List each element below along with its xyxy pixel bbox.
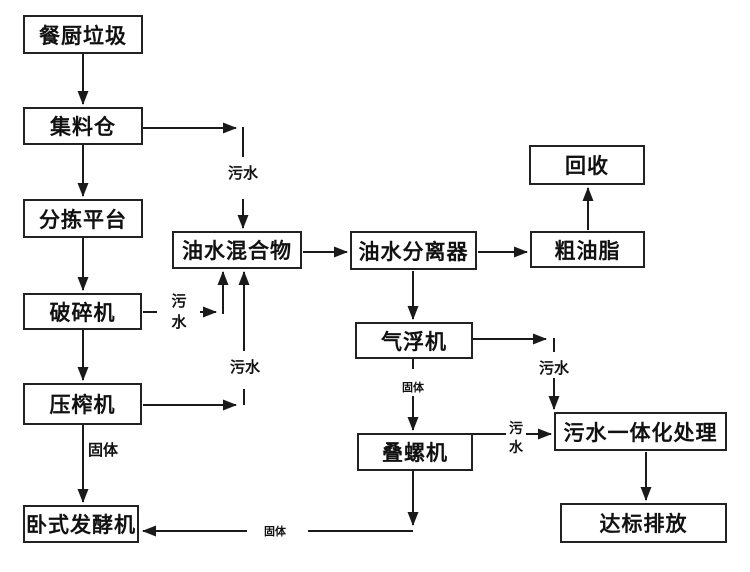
node-compliant-discharge-label: 达标排放 — [599, 513, 688, 536]
node-screw-stacking-machine-label: 叠螺机 — [382, 442, 448, 465]
node-kitchen-waste-label: 餐厨垃圾 — [39, 24, 127, 48]
node-collection-bin-label: 集料仓 — [50, 116, 116, 139]
node-collection-bin: 集料仓 — [23, 107, 143, 145]
node-oil-water-separator-label: 油水分离器 — [358, 240, 469, 264]
node-horizontal-fermenter: 卧式发酵机 — [23, 505, 139, 543]
edge-label-sewage-bin-to-mixture: 污水 — [227, 165, 260, 183]
node-air-flotation-machine: 气浮机 — [355, 322, 473, 359]
node-oil-water-mixture-label: 油水混合物 — [182, 240, 292, 263]
node-crude-grease-label: 粗油脂 — [554, 239, 621, 263]
node-sorting-platform-label: 分拣平台 — [39, 208, 127, 232]
edge-label-sewage-crusher-to-mixture: 污水 — [169, 291, 189, 333]
node-integrated-sewage-treatment: 污水一体化处理 — [554, 412, 727, 451]
node-press-label: 压榨机 — [49, 394, 116, 417]
node-horizontal-fermenter-label: 卧式发酵机 — [26, 514, 136, 537]
node-oil-water-mixture: 油水混合物 — [172, 231, 302, 269]
edge-label-sewage-press-to-mixture: 污水 — [229, 359, 262, 377]
edge-label-sewage-screw-to-treatment: 污水 — [506, 419, 526, 457]
edge-label-solid-press-to-fermenter: 固体 — [87, 442, 120, 460]
node-crude-grease: 粗油脂 — [530, 231, 645, 268]
node-recycle: 回收 — [529, 145, 645, 185]
edge-label-sewage-flotation-to-treatment: 污水 — [538, 360, 571, 378]
edge-label-solid-screw-to-fermenter: 固体 — [263, 526, 287, 539]
node-kitchen-waste: 餐厨垃圾 — [23, 15, 143, 54]
node-integrated-sewage-treatment-label: 污水一体化处理 — [563, 421, 718, 445]
node-compliant-discharge: 达标排放 — [560, 503, 727, 543]
node-press: 压榨机 — [23, 383, 142, 425]
node-sorting-platform: 分拣平台 — [23, 199, 143, 238]
node-recycle-label: 回收 — [565, 155, 609, 178]
node-oil-water-separator: 油水分离器 — [350, 231, 477, 270]
node-crusher: 破碎机 — [23, 293, 142, 330]
edge-label-solid-flotation-to-screw: 固体 — [401, 382, 425, 395]
node-crusher-label: 破碎机 — [49, 301, 116, 325]
node-air-flotation-machine-label: 气浮机 — [381, 330, 447, 354]
node-screw-stacking-machine: 叠螺机 — [357, 433, 473, 471]
